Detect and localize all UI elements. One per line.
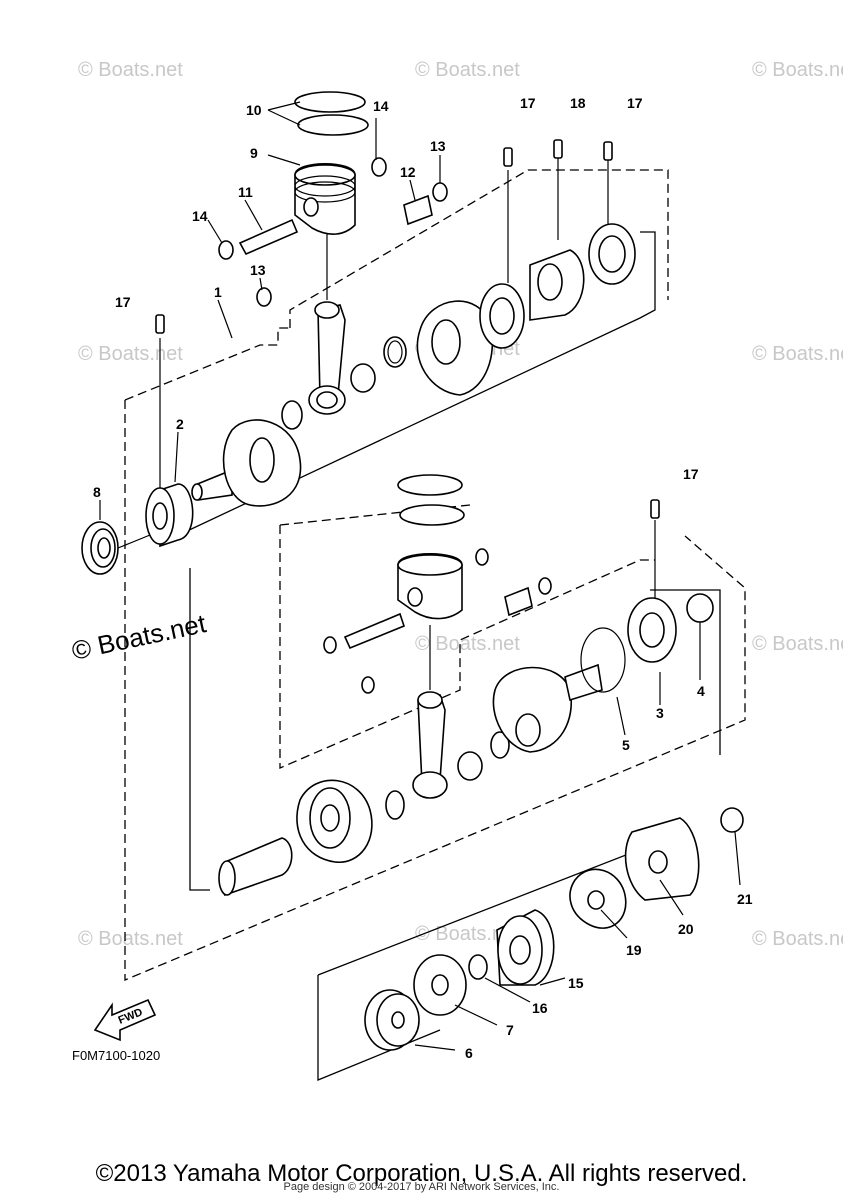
- callout-17-d: 17: [683, 466, 699, 482]
- callout-4: 4: [697, 683, 705, 699]
- watermark: © Boats.net: [78, 343, 183, 365]
- watermark: © Boats.net: [752, 633, 843, 655]
- callout-13-lower: 13: [250, 262, 266, 278]
- watermark: © Boats.net: [78, 59, 183, 81]
- piston-lower: [323, 474, 552, 694]
- crankshaft-right-upper: [416, 139, 636, 396]
- leader-lines: [99, 101, 741, 1051]
- callout-14-lower: 14: [192, 208, 208, 224]
- callout-3: 3: [656, 705, 664, 721]
- watermark: © Boats.net: [78, 928, 183, 950]
- watermark: © Boats.net: [415, 923, 520, 945]
- watermark: © Boats.net: [415, 633, 520, 655]
- callout-17-c: 17: [115, 294, 131, 310]
- callout-labels: 1 2 3 4 5 6 7 8 9 10 11 12 13 13 14 14 1…: [93, 95, 753, 1061]
- callout-11: 11: [238, 184, 253, 200]
- callout-21: 21: [737, 891, 753, 907]
- callout-14-upper: 14: [373, 98, 389, 114]
- callout-9: 9: [250, 145, 258, 161]
- callout-13-upper: 13: [430, 138, 446, 154]
- callout-7: 7: [506, 1022, 514, 1038]
- crankshaft-lower: [218, 499, 714, 897]
- callout-15: 15: [568, 975, 584, 991]
- fwd-arrow-icon: FWD: [93, 998, 157, 1042]
- callout-6: 6: [465, 1045, 473, 1061]
- bearing-part-2: [145, 314, 194, 548]
- callout-10: 10: [246, 102, 262, 118]
- callout-1: 1: [214, 284, 222, 300]
- upper-assembly-frame: [124, 169, 746, 981]
- watermark: © Boats.net: [752, 343, 843, 365]
- connecting-rod-upper: [308, 228, 407, 415]
- callout-16: 16: [532, 1000, 548, 1016]
- watermark: © Boats.net: [415, 59, 520, 81]
- oil-seal-part-8: [81, 521, 151, 575]
- watermark: © Boats.net: [752, 928, 843, 950]
- callout-18: 18: [570, 95, 586, 111]
- callout-8: 8: [93, 484, 101, 500]
- callout-19: 19: [626, 942, 642, 958]
- watermark: © Boats.net: [752, 59, 843, 81]
- figure-id: F0M7100-1020: [72, 1048, 160, 1063]
- callout-17-a: 17: [520, 95, 536, 111]
- callout-17-b: 17: [627, 95, 643, 111]
- callout-12: 12: [400, 164, 416, 180]
- piston-upper: [218, 91, 448, 307]
- crankshaft-left-half: [191, 400, 303, 507]
- callout-20: 20: [678, 921, 694, 937]
- watermark-large: © Boats.net: [69, 608, 209, 666]
- copyright-notice: ©2013 Yamaha Motor Corporation, U.S.A. A…: [95, 1160, 748, 1187]
- coupling-parts-lower: [364, 807, 744, 1051]
- callout-5: 5: [622, 737, 630, 753]
- callout-2: 2: [176, 416, 184, 432]
- page-design-credit: Page design © 2004-2017 by ARI Network S…: [283, 1181, 560, 1193]
- connecting-rod-lower: [412, 625, 510, 799]
